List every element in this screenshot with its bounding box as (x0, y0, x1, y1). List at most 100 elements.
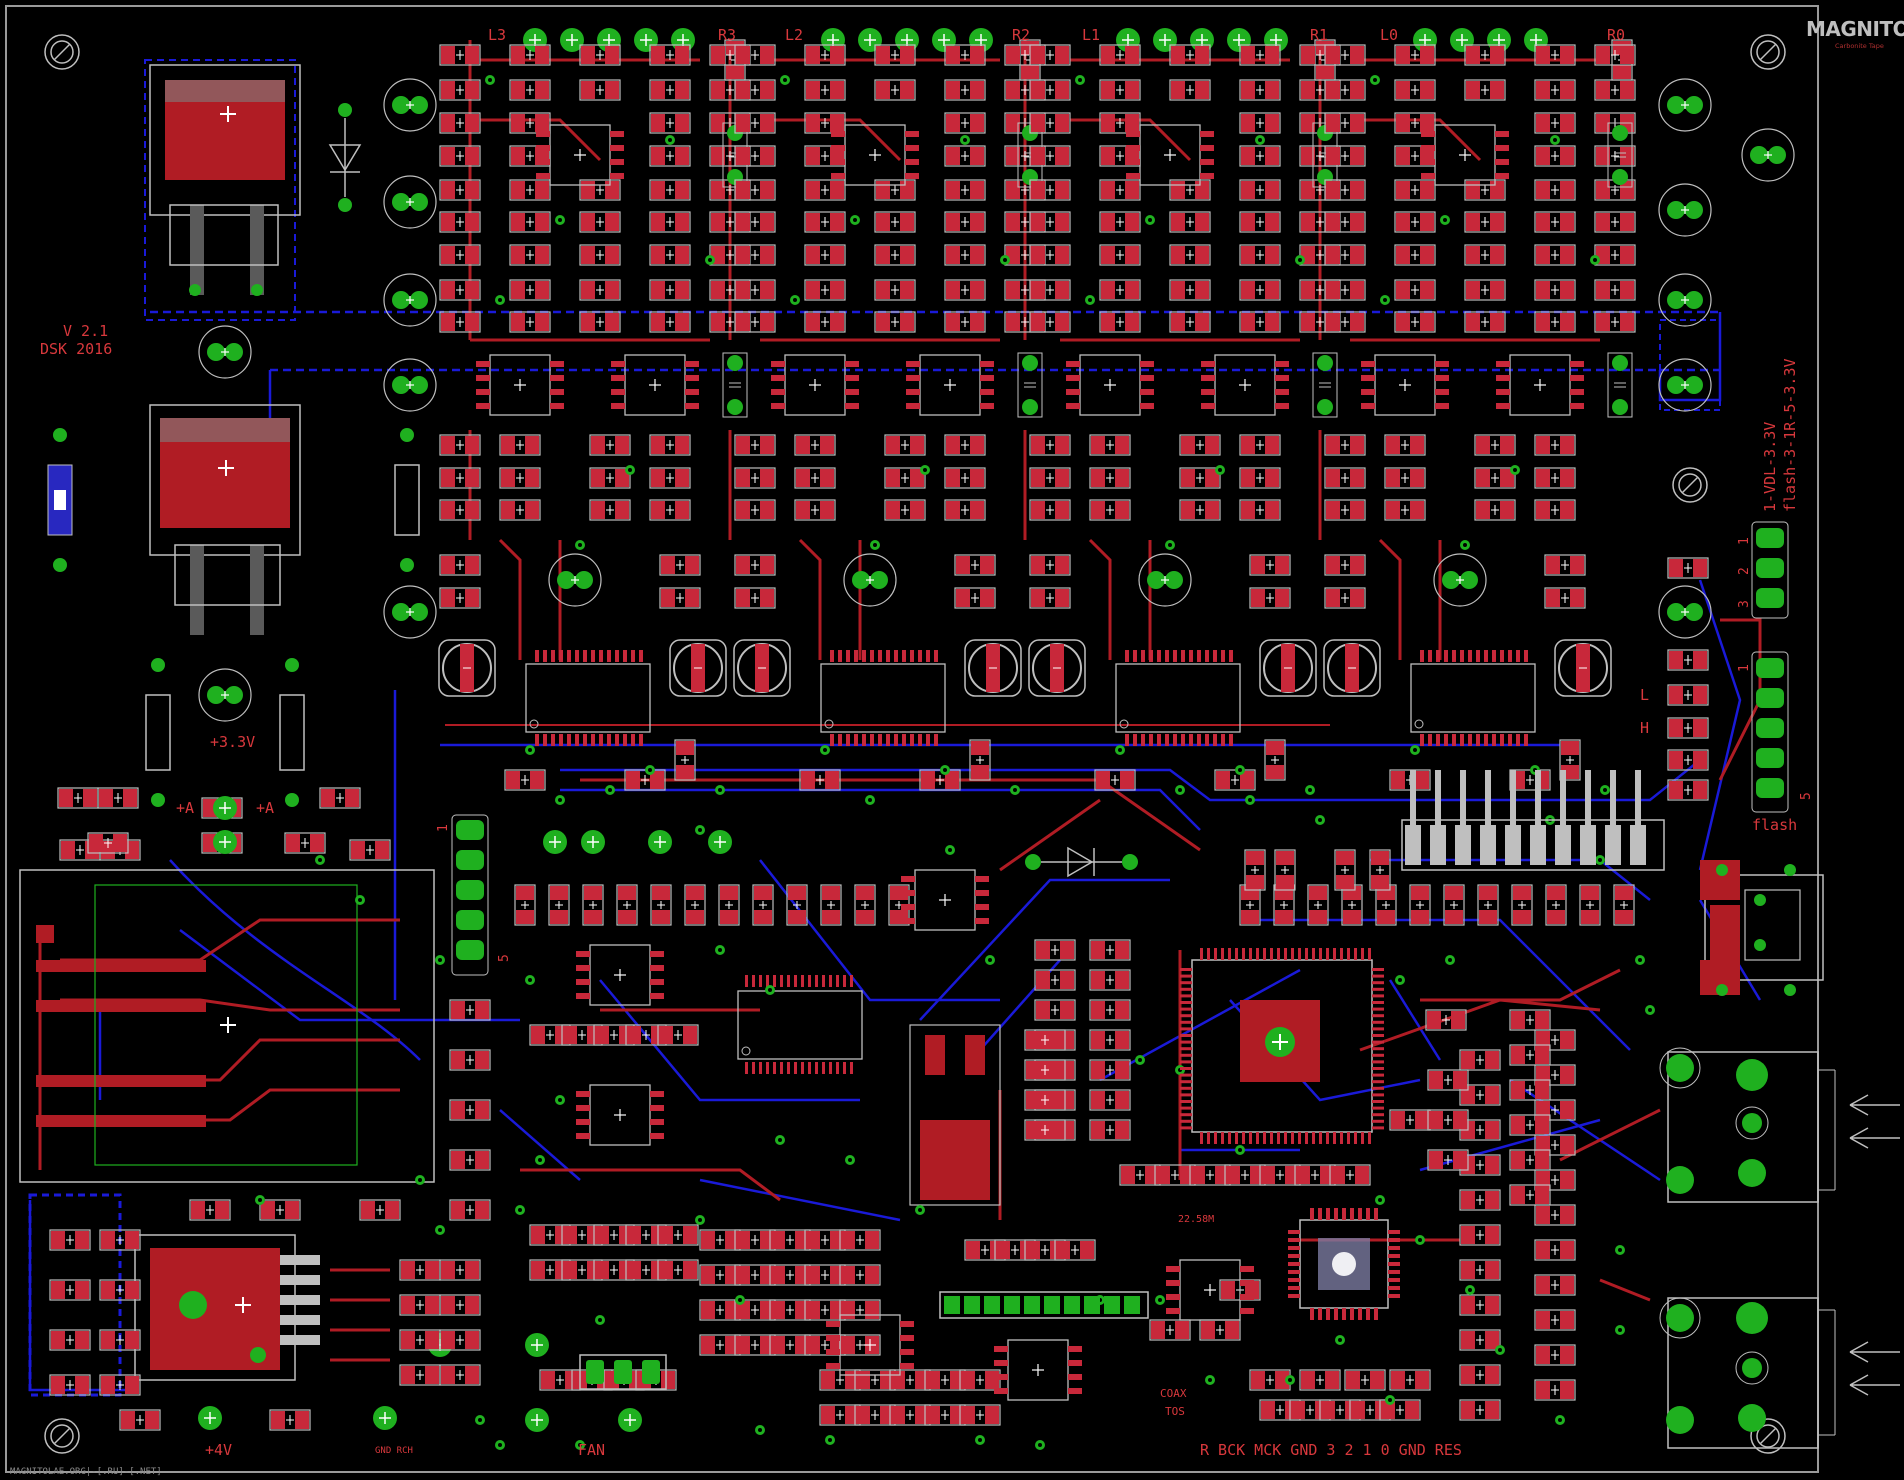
ic-pin (1214, 948, 1217, 960)
smd-resistor (924, 1369, 966, 1391)
ic-pin (1500, 650, 1504, 662)
smd-resistor (649, 112, 691, 134)
smd-resistor (874, 211, 916, 233)
logo-brand: MAGNITOLA (1806, 17, 1904, 41)
smd-resistor (699, 1334, 741, 1356)
ic-pin (623, 650, 627, 662)
ic-pin (794, 1062, 797, 1074)
smd-resistor (1239, 311, 1281, 333)
ic-pin (1256, 948, 1259, 960)
via (775, 1135, 785, 1145)
board-outline (5, 5, 1819, 1473)
electrolytic-cap (964, 639, 1022, 697)
smd-resistor (579, 79, 621, 101)
ic-pin (1298, 948, 1301, 960)
jumper-vdl-label: 1-VDL-3.3V (1761, 422, 1779, 512)
ic-pin (752, 975, 755, 987)
smd-resistor (649, 179, 691, 201)
ic-pin (1180, 1007, 1192, 1011)
ic-pin (1197, 650, 1201, 662)
smd-resistor (439, 467, 481, 489)
smd-resistor (804, 244, 846, 266)
ic-pin (1173, 734, 1177, 746)
smd-power-diode (449, 1199, 491, 1221)
smd-resistor (1099, 112, 1141, 134)
smd-resistor (1029, 79, 1071, 101)
smd-resistor (509, 179, 551, 201)
ic-pin (1242, 1132, 1245, 1144)
smd-resistor (1425, 1009, 1467, 1031)
author-year-label: DSK 2016 (40, 340, 112, 358)
smd-power-diode (449, 999, 491, 1021)
smd-resistor (1534, 1309, 1576, 1331)
ic-pin (1468, 734, 1472, 746)
ic-pin (1277, 1132, 1280, 1144)
via (515, 1205, 525, 1215)
smd-resistor (820, 884, 842, 926)
via (625, 465, 635, 475)
soic8-opamp (1125, 124, 1215, 186)
ic-pin (1368, 948, 1371, 960)
smd-resistor (944, 499, 986, 521)
via (1245, 795, 1255, 805)
ic-pin (1388, 1238, 1400, 1242)
ic-pin (815, 975, 818, 987)
smd-resistor (509, 244, 551, 266)
smd-resistor (1534, 1239, 1576, 1261)
soic8-chip (993, 1339, 1083, 1401)
via (415, 1175, 425, 1185)
ic-pin (1229, 650, 1233, 662)
via (850, 215, 860, 225)
smd-resistor (1029, 145, 1071, 167)
smd-resistor (1464, 311, 1506, 333)
ic-pin (1228, 1132, 1231, 1144)
ic-pin (1205, 734, 1209, 746)
smd-resistor (1029, 211, 1071, 233)
tht-pad (212, 795, 238, 821)
smd-resistor (1179, 499, 1221, 521)
smd-power-diode (359, 1199, 401, 1221)
output-jack-top (1659, 1047, 1836, 1203)
header-pin (1064, 1296, 1080, 1314)
smd-resistor (579, 211, 621, 233)
tssop-dac (820, 663, 946, 733)
smd-power-diode (449, 1049, 491, 1071)
smd-resistor (1427, 1069, 1469, 1091)
header-pin (1605, 825, 1621, 865)
ic-pin (1500, 734, 1504, 746)
via (525, 975, 535, 985)
ic-pin (1312, 1132, 1315, 1144)
smd-resistor (839, 1299, 881, 1321)
ic-pin (543, 734, 547, 746)
ic-pin (1372, 1027, 1384, 1031)
ic-pin (1180, 974, 1192, 978)
soic8-opamp (535, 124, 625, 186)
header-lead (1635, 770, 1641, 860)
ic-pin (607, 650, 611, 662)
smd-resistor (1034, 969, 1076, 991)
ic-pin (1372, 1080, 1384, 1084)
ic-pin (752, 1062, 755, 1074)
smd-resistor (944, 112, 986, 134)
tht-pad (212, 829, 238, 855)
smd-resistor (1169, 179, 1211, 201)
ic-pin (1270, 1132, 1273, 1144)
smd-power-diode (49, 1374, 91, 1396)
ceramic-cap (1658, 585, 1712, 639)
smd-resistor (509, 79, 551, 101)
channel-l2-label: L2 (785, 26, 803, 44)
smd-resistor (439, 244, 481, 266)
smd-resistor (1324, 467, 1366, 489)
smd-resistor (649, 467, 691, 489)
via (1635, 955, 1645, 965)
smd-resistor (1239, 884, 1261, 926)
smd-resistor (1029, 244, 1071, 266)
smd-resistor (1464, 244, 1506, 266)
via (1595, 855, 1605, 865)
smd-resistor (1534, 467, 1576, 489)
smd-resistor (657, 1224, 699, 1246)
ic-pin (1213, 650, 1217, 662)
smd-resistor (589, 434, 631, 456)
ic-pin (1372, 1106, 1384, 1110)
smd-resistor (804, 1299, 846, 1321)
